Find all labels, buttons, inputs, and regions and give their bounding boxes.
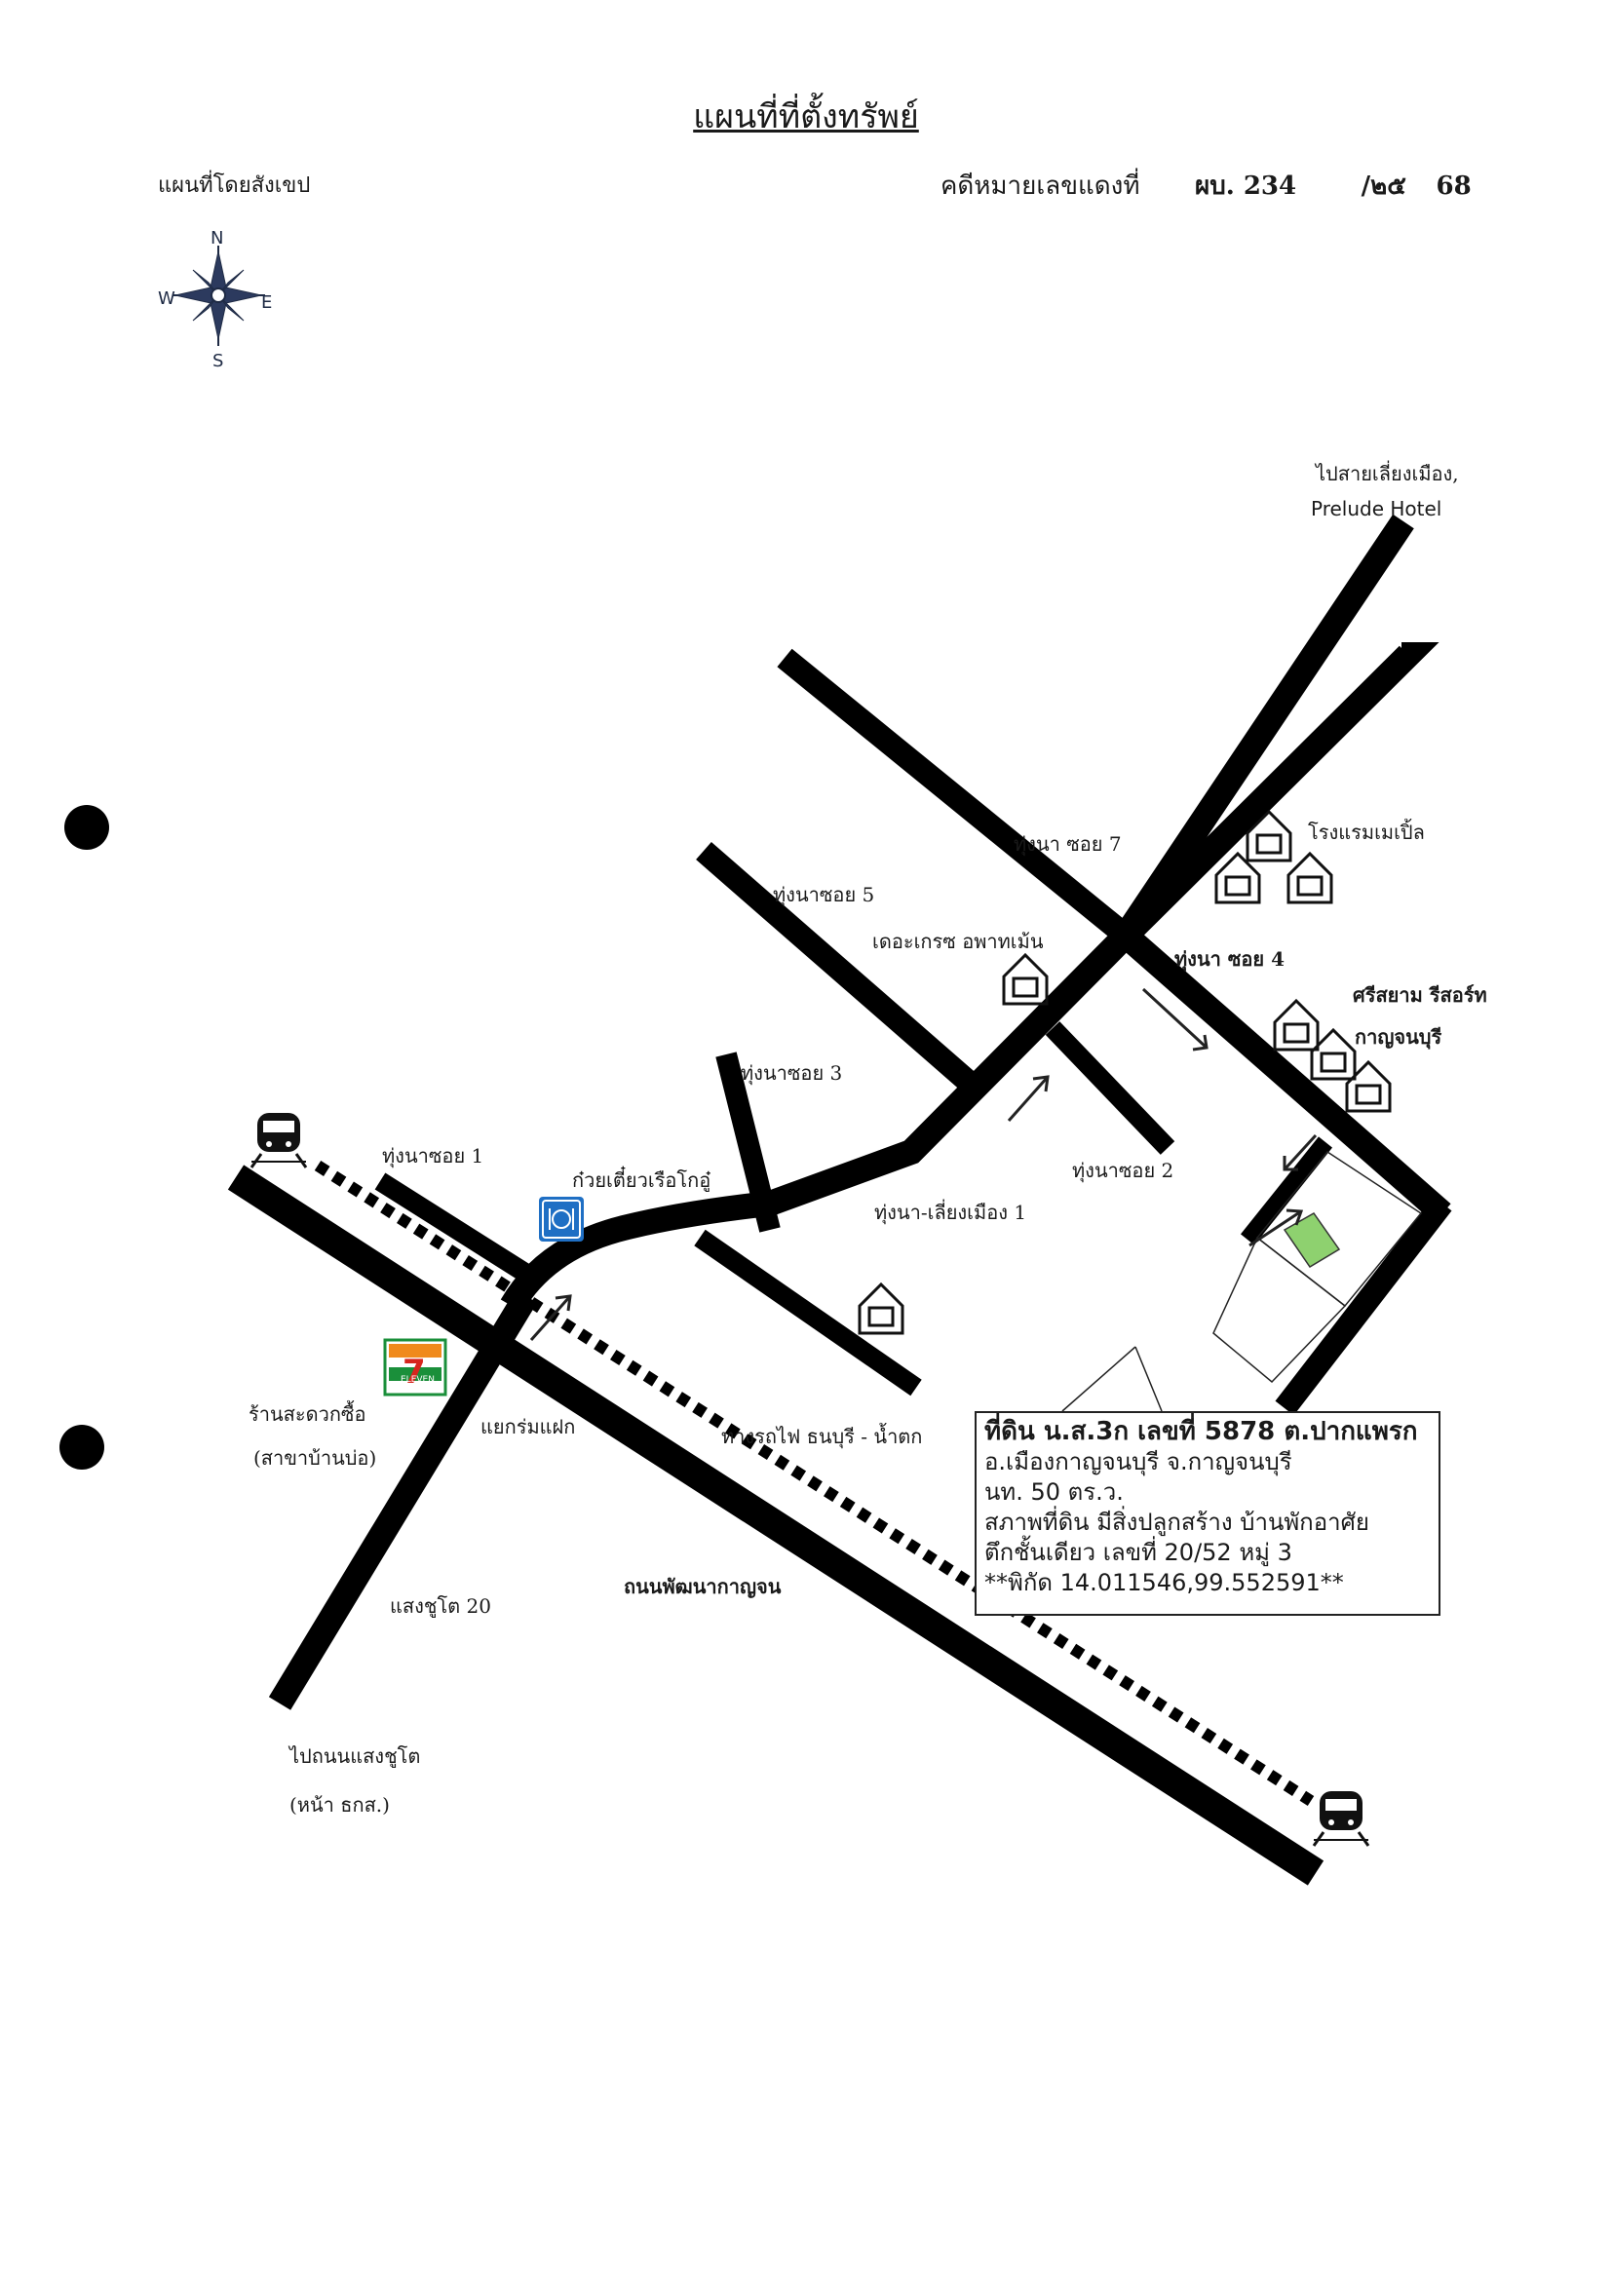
label-to-saengchuto: ไปถนนแสงชูโต xyxy=(289,1744,421,1768)
building-icon-maple-1 xyxy=(1246,809,1292,862)
arrow-icon xyxy=(1141,987,1209,1052)
seven-eleven-text: ELEVEN xyxy=(401,1375,435,1385)
label-srisiam-kanchanaburi: กาญจนบุรี xyxy=(1355,1025,1442,1049)
page-title: แผนที่ที่ตั้งทรัพย์ xyxy=(693,97,919,136)
road-saengchuto-20 xyxy=(268,1289,538,1710)
label-phatthana-road: ถนนพัฒนากาญจน xyxy=(624,1575,782,1598)
building-icon-srisiam-2 xyxy=(1310,1027,1357,1081)
road-thungna-soi-4 xyxy=(1117,926,1451,1223)
label-store-branch: (สาขาบ้านบ่อ) xyxy=(253,1446,377,1470)
road-thungna-soi-5 xyxy=(696,841,987,1101)
info-line-building: ตึกชั้นเดียว เลขที่ 20/52 หมู่ 3 xyxy=(984,1539,1292,1566)
info-line-district: อ.เมืองกาญจนบุรี จ.กาญจนบุรี xyxy=(984,1448,1292,1475)
seven-eleven-logo: 7 xyxy=(383,1338,447,1397)
map-subtitle: แผนที่โดยสังเขป xyxy=(158,173,311,198)
label-prelude-hotel: Prelude Hotel xyxy=(1311,497,1442,520)
case-slash: /๒๕ xyxy=(1361,172,1406,201)
case-year: 68 xyxy=(1436,172,1472,201)
label-thungna-soi-2: ทุ่งนาซอย 2 xyxy=(1072,1159,1174,1182)
road-thungna-soi-7 xyxy=(777,648,1133,945)
building-icon-maple-2 xyxy=(1214,851,1261,904)
train-icon-southeast xyxy=(1312,1791,1370,1847)
building-icon-grace xyxy=(1002,952,1049,1006)
svg-text:7: 7 xyxy=(403,1353,426,1392)
land-plot xyxy=(1061,1151,1423,1412)
label-saengchuto-20: แสงชูโต 20 xyxy=(390,1594,491,1618)
label-thungna-soi-7: ทุ่งนา ซอย 7 xyxy=(1014,832,1122,856)
road-network xyxy=(227,514,1452,1886)
label-thungna-soi-5: ทุ่งนาซอย 5 xyxy=(773,883,875,906)
road-plot-top xyxy=(1240,1136,1333,1245)
label-thungna-soi-3: ทุ่งนาซอย 3 xyxy=(741,1061,843,1085)
info-line-condition: สภาพที่ดิน มีสิ่งปลูกสร้าง บ้านพักอาศัย xyxy=(984,1509,1369,1536)
label-noodle-shop: ก๋วยเตี๋ยวเรือโกอู๋ xyxy=(572,1168,711,1192)
label-the-grace: เดอะเกรซ อพาทเม้น xyxy=(872,930,1044,953)
building-icon-south xyxy=(858,1282,904,1335)
building-icon-maple-3 xyxy=(1286,851,1333,904)
road-thungna-soi-2 xyxy=(1045,1021,1175,1155)
road-plot-access xyxy=(1275,1196,1452,1416)
road-thungna-soi-3 xyxy=(715,1052,781,1233)
label-thungna-soi-4: ทุ่งนา ซอย 4 xyxy=(1174,947,1285,971)
label-to-bypass: ไปสายเลี่ยงเมือง, xyxy=(1316,462,1459,485)
arrow-icon xyxy=(529,1294,572,1341)
label-thungna-soi-1: ทุ่งนาซอย 1 xyxy=(382,1144,484,1167)
road-to-bypass xyxy=(1115,514,1414,943)
arrow-icon xyxy=(1283,1133,1318,1171)
info-line-deed: ที่ดิน น.ส.3ก เลขที่ 5878 ต.ปากแพรก xyxy=(984,1417,1418,1446)
compass-south: S xyxy=(212,351,223,371)
case-label: คดีหมายเลขแดงที่ xyxy=(940,172,1140,201)
case-prefix: ผบ. 234 xyxy=(1195,172,1297,201)
label-thungna-bypass-1: ทุ่งนา-เลี่ยงเมือง 1 xyxy=(874,1201,1027,1224)
plot-highlight xyxy=(1283,1212,1341,1269)
train-icon-northwest xyxy=(249,1113,308,1168)
label-junction: แยกร่มแฝก xyxy=(480,1415,576,1438)
label-baac-front: (หน้า ธกส.) xyxy=(289,1793,390,1817)
property-info-box: ที่ดิน น.ส.3ก เลขที่ 5878 ต.ปากแพรก อ.เม… xyxy=(975,1411,1440,1616)
direction-arrows xyxy=(529,987,1318,1341)
compass-east: E xyxy=(261,292,272,313)
punch-hole-bottom xyxy=(59,1425,104,1470)
road-phatthana-kanchana xyxy=(227,1165,1324,1886)
info-line-coordinates: **พิกัด 14.011546,99.552591** xyxy=(984,1569,1344,1596)
building-icon-srisiam-1 xyxy=(1273,998,1320,1052)
arrow-icon xyxy=(1248,1208,1304,1247)
label-maple-hotel: โรงแรมเมเปิ้ล xyxy=(1308,821,1425,844)
building-icon-srisiam-3 xyxy=(1345,1059,1392,1113)
label-srisiam-resort: ศรีสยาม รีสอร์ท xyxy=(1353,983,1487,1007)
punch-hole-top xyxy=(64,805,109,850)
road-thungna-soi-1 xyxy=(374,1172,537,1285)
compass-west: W xyxy=(158,288,175,309)
case-number: คดีหมายเลขแดงที่ ผบ. 234 /๒๕ 68 xyxy=(940,166,1472,206)
info-line-area: นท. 50 ตร.ว. xyxy=(984,1478,1124,1506)
railway-line xyxy=(314,1160,1315,1807)
road-branch-south xyxy=(694,1229,922,1397)
label-railway: ทางรถไฟ ธนบุรี - น้ำตก xyxy=(721,1425,923,1448)
compass-rose-icon xyxy=(173,246,265,346)
label-convenience-store: ร้านสะดวกซื้อ xyxy=(249,1402,366,1426)
restaurant-icon xyxy=(539,1197,584,1242)
arrow-icon xyxy=(1007,1075,1050,1122)
compass-north: N xyxy=(211,228,223,249)
